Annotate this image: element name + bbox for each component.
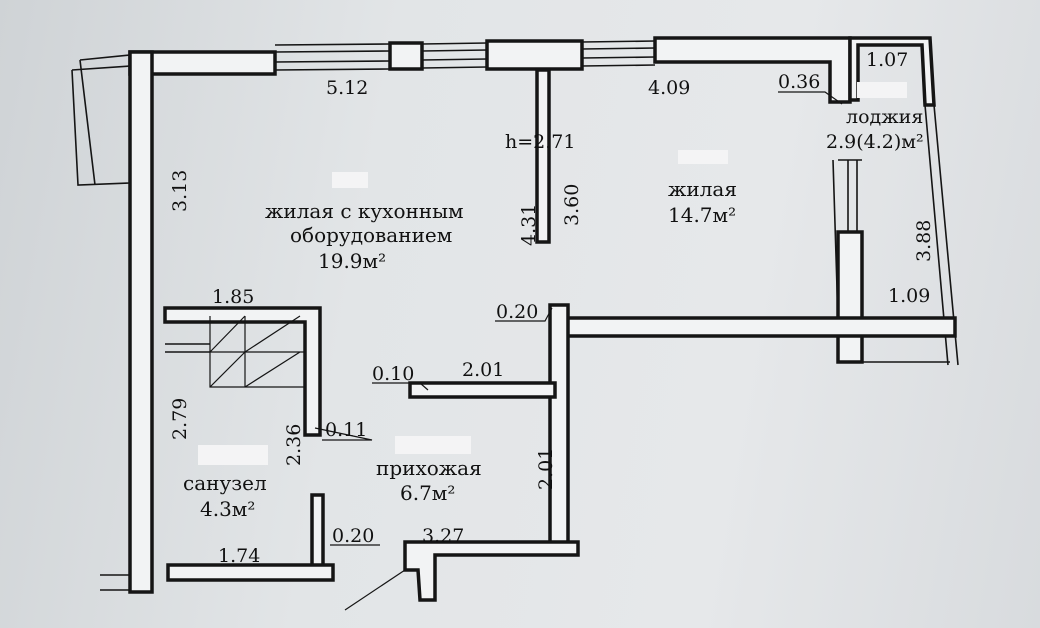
dim-0-10: 0.10 [372,363,414,385]
room-living-kitchen-area: 19.9м² [318,249,386,273]
dim-0-20-bottom: 0.20 [332,525,374,547]
outer-walls [71,36,959,611]
room-labels: h=2.71 жилая с кухонным оборудованием 19… [183,106,924,521]
room-living-name: жилая [668,177,737,201]
dim-1-74: 1.74 [218,545,260,567]
dim-4-31: 4.31 [518,204,540,246]
room-bathroom-area: 4.3м² [200,497,255,521]
dim-2-01-vertical: 2.01 [535,448,557,490]
dim-3-60: 3.60 [561,184,583,226]
dim-2-79: 2.79 [169,398,191,440]
dimension-labels: 5.12 4.09 1.07 0.36 3.13 4.31 3.60 3.88 … [169,49,935,567]
dim-4-09: 4.09 [648,77,690,99]
dim-1-09: 1.09 [888,285,930,307]
dim-3-27: 3.27 [422,525,464,547]
ceiling-height: h=2.71 [505,131,575,153]
dim-1-07: 1.07 [866,49,908,71]
dim-0-20-top: 0.20 [496,301,538,323]
room-bathroom-name: санузел [183,471,267,495]
room-living-kitchen-name-2: оборудованием [290,223,452,247]
dim-3-88: 3.88 [913,220,935,262]
room-hallway-name: прихожая [376,456,482,480]
dim-3-13: 3.13 [169,170,191,212]
room-loggia-name: лоджия [846,106,923,128]
room-loggia-area: 2.9(4.2)м² [826,131,924,153]
dim-2-36: 2.36 [283,424,305,466]
room-living-area: 14.7м² [668,203,736,227]
room-living-kitchen-name-1: жилая с кухонным [265,199,464,223]
dim-0-36: 0.36 [778,71,820,93]
room-hallway-area: 6.7м² [400,481,455,505]
dim-5-12: 5.12 [326,77,368,99]
dim-2-01-horizontal: 2.01 [462,359,504,381]
dim-1-85: 1.85 [212,286,254,308]
dim-0-11: 0.11 [325,419,367,441]
